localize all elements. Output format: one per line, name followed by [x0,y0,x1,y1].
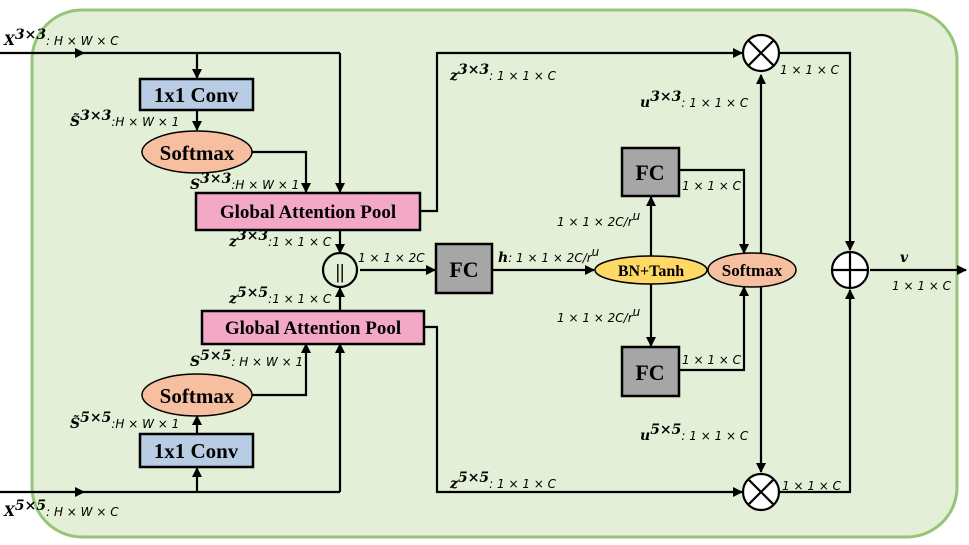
global-attention-pool-bottom-label: Global Attention Pool [225,318,401,339]
softmax-bottom [141,373,253,417]
softmax-top-label: Softmax [160,141,235,165]
bn-tanh-label: BN+Tanh [618,263,684,280]
fc-bottom-input-dim: 1 × 1 × 2C/ru [557,305,641,325]
s-5x5-label: S5×5: H × W × 1 [190,348,303,370]
concat-node [321,251,359,289]
s-3x3-label: S3×3:H × W × 1 [190,171,299,193]
global-attention-pool-bottom [200,309,426,346]
concat-dim-label: 1 × 1 × 2C [358,251,425,265]
fc-block-bottom [620,345,681,398]
wires [0,48,967,497]
output-v-symbol: v [900,250,909,266]
multiply-bottom-dim: 1 × 1 × C [782,479,842,493]
global-attention-pool-top-label: Global Attention Pool [220,202,396,223]
fc-block-top [620,146,681,198]
fc-block-middle [434,242,494,295]
s-tilde-3x3-label: S̃3×3:H × W × 1 [70,108,179,130]
softmax-top [141,130,253,174]
input-x3-label: X3×3: H × W × C [3,27,119,49]
fc-block-top-label: FC [635,160,664,185]
bn-tanh-block [594,255,708,285]
fc-block-bottom-label: FC [635,360,664,385]
conv-block-top-label: 1x1 Conv [154,83,239,107]
add-node [830,250,870,290]
fc-block-middle-label: FC [449,257,478,282]
fc-top-input-dim: 1 × 1 × 2C/ru [557,209,641,229]
input-x5-label: X5×5: H × W × C [3,498,119,520]
global-attention-pool-top [194,191,422,232]
z-3x3-top-label: z3×3: 1 × 1 × C [449,62,557,84]
u-3x3-label: u3×3: 1 × 1 × C [640,89,749,111]
conv-block-bottom-label: 1x1 Conv [154,439,239,463]
softmax-bottom-label: Softmax [160,384,235,408]
z-3x3-left-label: z3×3:1 × 1 × C [228,228,332,250]
conv-block-top [138,77,255,112]
output-v-dim: 1 × 1 × C [892,279,952,293]
concat-node-label: || [336,261,345,283]
fc-top-output-dim: 1 × 1 × C [682,179,742,193]
softmax-right-label: Softmax [722,261,783,280]
z-5x5-left-label: z5×5:1 × 1 × C [228,285,332,307]
multiply-top-dim: 1 × 1 × C [780,63,840,77]
fc-bottom-output-dim: 1 × 1 × C [682,353,742,367]
conv-block-bottom [138,432,255,469]
z-5x5-bottom-label: z5×5: 1 × 1 × C [449,470,557,492]
multiply-node-bottom [741,472,781,512]
u-5x5-label: u5×5: 1 × 1 × C [640,422,749,444]
s-tilde-5x5-label: S̃5×5:H × W × 1 [70,410,179,432]
multiply-node-top [741,33,781,73]
h-label: h: 1 × 1 × 2C/ru [498,245,600,266]
softmax-right [707,252,797,288]
